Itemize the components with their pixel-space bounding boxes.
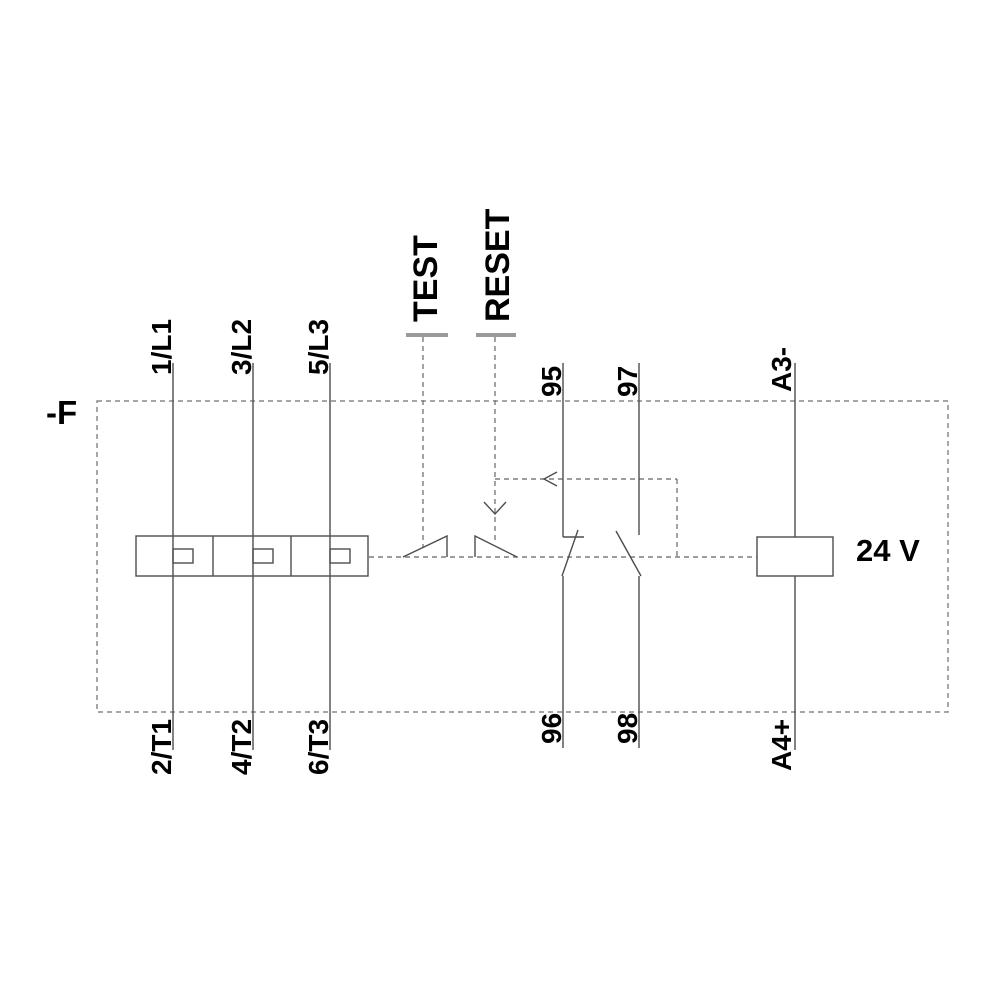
terminal-label-A4: A4+ [766, 719, 797, 771]
terminal-label-2T1: 2/T1 [146, 719, 177, 775]
terminal-label-96: 96 [536, 713, 567, 744]
terminal-label-6T3: 6/T3 [303, 719, 334, 775]
terminal-label-1L1: 1/L1 [146, 319, 177, 375]
device-tag-label: -F [46, 394, 77, 431]
heater-element-icon-2 [252, 548, 274, 564]
thermal-element-block [135, 535, 369, 577]
arrow-left-icon [542, 471, 558, 487]
terminal-label-97: 97 [612, 366, 643, 397]
nc-contact-mover [561, 529, 579, 577]
terminal-label-3L2: 3/L2 [226, 319, 257, 375]
terminal-label-98: 98 [612, 713, 643, 744]
coil-voltage-label: 24 V [856, 533, 920, 568]
terminal-label-5L3: 5/L3 [303, 319, 334, 375]
reset-button-label: RESET [479, 208, 517, 322]
reset-cam-wedge [474, 534, 518, 558]
heater-element-icon-3 [329, 548, 351, 564]
terminal-label-A3: A3- [766, 347, 797, 392]
heater-element-icon-1 [172, 548, 194, 564]
test-button-label: TEST [407, 235, 445, 322]
arrow-down-icon [483, 501, 507, 516]
test-cam-wedge [402, 534, 448, 558]
terminal-label-4T2: 4/T2 [226, 719, 257, 775]
no-contact-mover [615, 530, 642, 577]
device-enclosure-border [96, 400, 949, 713]
terminal-label-95: 95 [536, 366, 567, 397]
